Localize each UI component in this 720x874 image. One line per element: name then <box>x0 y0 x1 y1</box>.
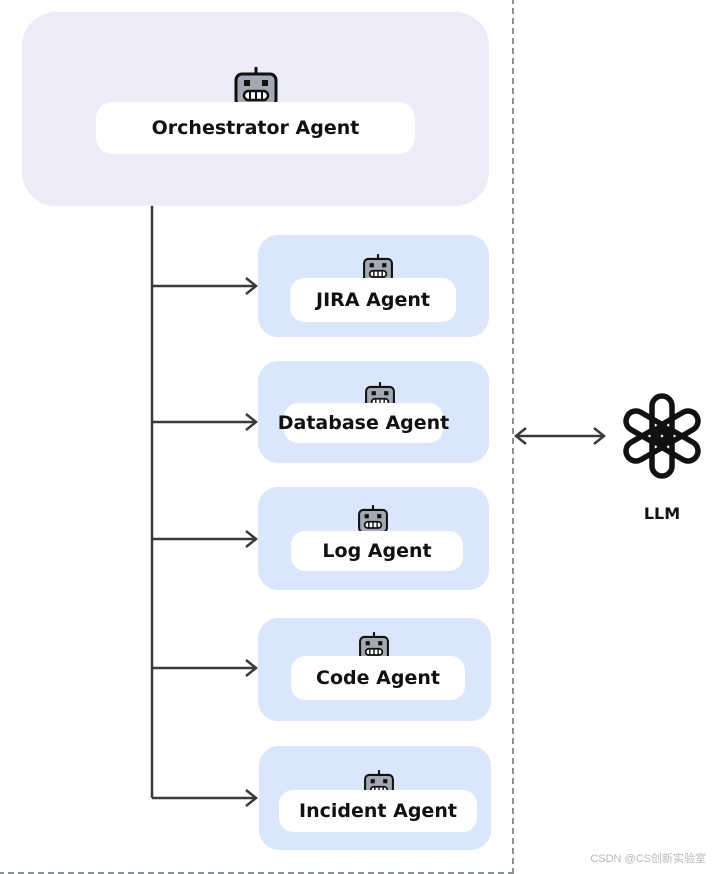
arrow-to-incident-agent <box>152 789 259 807</box>
llm-label: LLM <box>643 504 681 523</box>
orchestrator-robot-icon <box>234 67 278 108</box>
arrow-to-log-agent <box>152 530 259 548</box>
database-agent-label: Database Agent <box>278 403 449 443</box>
log-agent-label: Log Agent <box>291 531 463 571</box>
openai-logo-icon <box>623 393 701 479</box>
system-boundary-frame <box>0 0 514 874</box>
bidirectional-arrow-llm <box>513 427 607 445</box>
jira-agent-robot-icon <box>363 254 393 283</box>
arrow-to-code-agent <box>152 659 259 677</box>
arrow-to-jira-agent <box>152 277 259 295</box>
jira-agent-label: JIRA Agent <box>290 278 456 322</box>
code-agent-robot-icon <box>359 632 389 661</box>
incident-agent-label: Incident Agent <box>279 790 477 832</box>
code-agent-label: Code Agent <box>291 656 465 700</box>
orchestrator-agent-label: Orchestrator Agent <box>96 102 415 154</box>
arrow-to-database-agent <box>152 413 259 431</box>
log-agent-robot-icon <box>358 505 388 534</box>
watermark: CSDN @CS创新实验室 <box>590 853 706 865</box>
